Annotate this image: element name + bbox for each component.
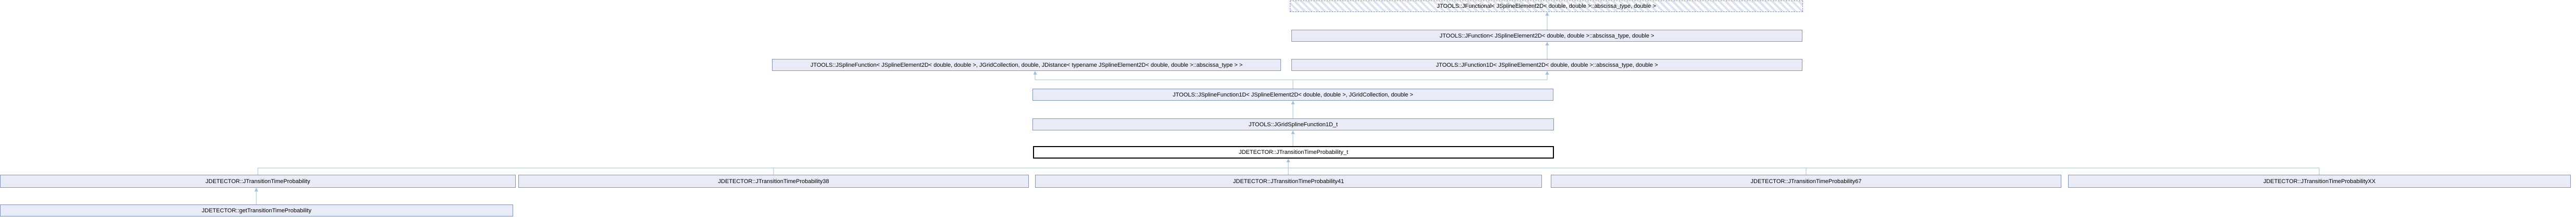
node-jdetector-jtransitiontimeprobabilityxx[interactable]: JDETECTOR::JTransitionTimeProbabilityXX	[2068, 175, 2571, 188]
node-jdetector-jtransitiontimeprobability[interactable]: JDETECTOR::JTransitionTimeProbability	[0, 175, 516, 188]
edge-jgridsplinefunction1d-to-jsplinefunction1d	[1291, 101, 1295, 118]
node-jdetector-gettransitiontimeprobability[interactable]: JDETECTOR::getTransitionTimeProbability	[0, 204, 513, 216]
node-jtools-jfunction1d[interactable]: JTOOLS::JFunction1D< JSplineElement2D< d…	[1291, 59, 1802, 71]
node-jdetector-jtransitiontimeprobability38[interactable]: JDETECTOR::JTransitionTimeProbability38	[518, 175, 1029, 188]
edge-jfunction-to-jfunctional	[1545, 12, 1549, 30]
node-jdetector-jtransitiontimeprobability41[interactable]: JDETECTOR::JTransitionTimeProbability41	[1035, 175, 1542, 188]
node-jdetector-jtransitiontimeprobability-t: JDETECTOR::JTransitionTimeProbability_t	[1033, 146, 1554, 159]
node-jdetector-jtransitiontimeprobability67[interactable]: JDETECTOR::JTransitionTimeProbability67	[1551, 175, 2061, 188]
node-jtools-jfunction[interactable]: JTOOLS::JFunction< JSplineElement2D< dou…	[1291, 30, 1802, 42]
edge-jtransitiontimeprobability-t-to-jgridsplinefunction1d	[1291, 130, 1295, 146]
node-jtools-jfunctional: JTOOLS::JFunctional< JSplineElement2D< d…	[1290, 1, 1803, 12]
edge-gettransitiontimeprobability-to-jtransitiontimeprobability	[254, 188, 258, 204]
edge-jsplinefunction1d-to-parents	[1033, 71, 1549, 89]
node-jtools-jsplinefunction[interactable]: JTOOLS::JSplineFunction< JSplineElement2…	[772, 59, 1281, 71]
edge-derived-classes-to-jtransitiontimeprobability-t	[257, 159, 2320, 175]
edge-jfunction1d-to-jfunction	[1545, 42, 1549, 59]
node-jtools-jgridsplinefunction1d-t[interactable]: JTOOLS::JGridSplineFunction1D_t	[1032, 118, 1554, 130]
node-jtools-jsplinefunction1d[interactable]: JTOOLS::JSplineFunction1D< JSplineElemen…	[1032, 89, 1553, 101]
